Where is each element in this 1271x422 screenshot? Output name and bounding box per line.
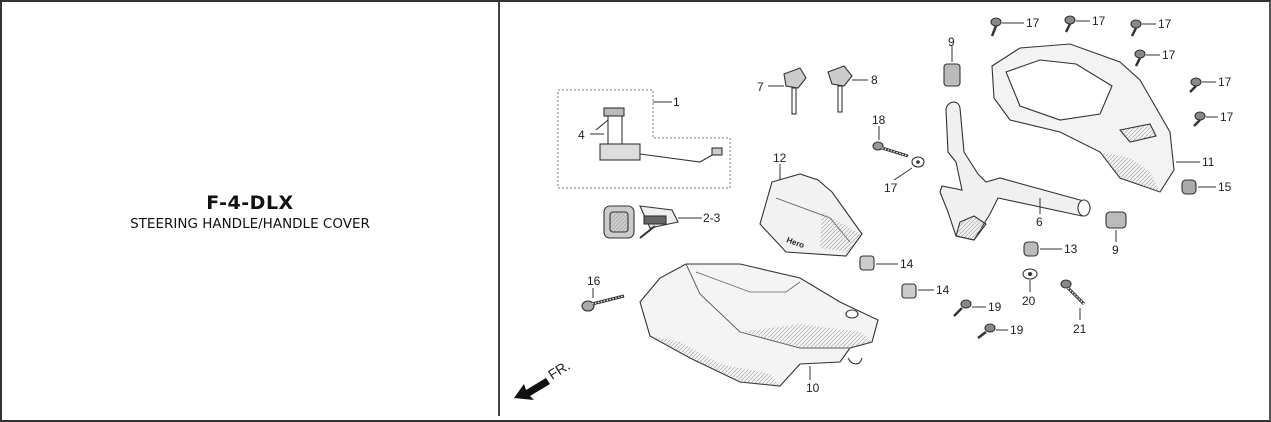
grommet-part-9-lower [1105, 211, 1127, 242]
panel-divider [498, 2, 500, 416]
bolt-part-18 [872, 126, 909, 158]
steering-handlebar [939, 101, 1091, 241]
grommet-part-9-upper [943, 46, 961, 87]
callout-17-c: 17 [1158, 17, 1172, 31]
screw-part-17-a [990, 17, 1024, 37]
key-part-8 [827, 65, 868, 113]
callout-14-upper: 14 [900, 257, 914, 271]
callout-11: 11 [1202, 155, 1215, 169]
nut-part-13 [1023, 241, 1062, 257]
washer-part-20 [1022, 268, 1038, 292]
callout-15: 15 [1218, 180, 1232, 194]
callout-10: 10 [806, 381, 820, 395]
callout-13: 13 [1064, 242, 1078, 256]
ignition-switch-assembly [557, 89, 731, 189]
callout-19-b: 19 [1010, 323, 1024, 337]
nut-part-15 [1181, 179, 1216, 195]
callout-17-f: 17 [1220, 110, 1234, 124]
bush-part-14-upper [859, 255, 898, 271]
screw-part-17-e [1189, 77, 1216, 93]
callout-17-d: 17 [1162, 48, 1176, 62]
screw-part-17-b [1064, 15, 1090, 33]
key-part-7 [768, 67, 807, 115]
front-handle-cover [639, 263, 879, 387]
callout-20: 20 [1022, 294, 1036, 308]
callout-8: 8 [871, 73, 878, 87]
screw-part-16 [581, 288, 625, 312]
callout-14-lower: 14 [936, 283, 950, 297]
callout-17-b: 17 [1092, 14, 1106, 28]
screw-part-19-a [953, 299, 986, 317]
rear-handle-cover [991, 43, 1200, 193]
lock-set-with-keys [603, 205, 702, 239]
callout-9-upper: 9 [948, 35, 955, 49]
callout-16: 16 [587, 274, 601, 288]
screw-part-19-b [977, 323, 1008, 339]
callout-18: 18 [872, 113, 886, 127]
callout-1: 1 [673, 95, 680, 109]
callout-4: 4 [578, 128, 585, 142]
callout-12: 12 [773, 151, 787, 165]
callout-17-a: 17 [1026, 16, 1040, 30]
callout-6: 6 [1036, 215, 1043, 229]
callout-7: 7 [757, 80, 764, 94]
front-direction-arrow [514, 378, 550, 400]
figure-code: F-4-DLX [206, 192, 294, 214]
washer-part-17 [893, 156, 925, 181]
callout-17-e: 17 [1218, 75, 1232, 89]
callout-19-a: 19 [988, 300, 1002, 314]
parts-drawing: 1 4 2-3 7 8 9 Hero 12 [514, 14, 1234, 400]
meter-visor: Hero [759, 164, 863, 257]
screw-part-17-d [1134, 49, 1160, 67]
callout-2-3: 2-3 [703, 211, 721, 225]
callout-17-washer: 17 [884, 181, 898, 195]
bush-part-14-lower [901, 283, 934, 299]
screw-part-17-f [1193, 111, 1218, 127]
callout-9-lower: 9 [1112, 243, 1119, 257]
exploded-parts-diagram: 1 4 2-3 7 8 9 Hero 12 [500, 2, 1267, 416]
title-panel: F-4-DLX STEERING HANDLE/HANDLE COVER [2, 2, 498, 416]
figure-title: STEERING HANDLE/HANDLE COVER [130, 216, 370, 232]
direction-label: FR. [545, 357, 573, 383]
title-block: F-4-DLX STEERING HANDLE/HANDLE COVER [2, 192, 498, 232]
screw-part-17-c [1130, 19, 1156, 37]
callout-21: 21 [1073, 322, 1087, 336]
bolt-part-21 [1060, 279, 1086, 320]
